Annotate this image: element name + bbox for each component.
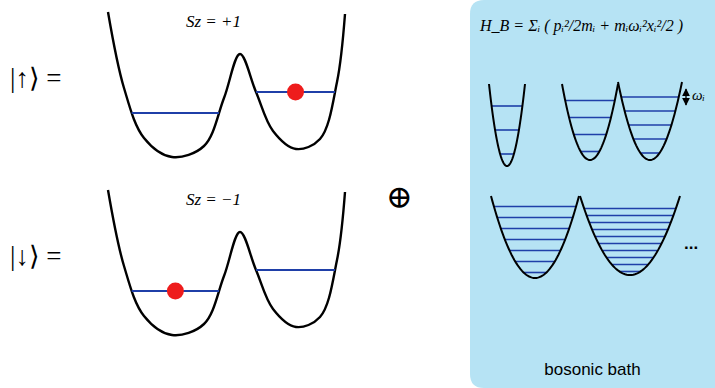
oscillator-level [524, 272, 547, 274]
direct-sum-symbol: ⊕ [386, 178, 413, 216]
state-label: |↓⟩ = [10, 240, 61, 272]
oscillator-level [581, 151, 600, 153]
oscillator-level [569, 117, 611, 119]
oscillator-level [633, 138, 666, 140]
oscillator-level [589, 222, 671, 224]
oscillator-level [621, 96, 679, 98]
oscillator-level [598, 243, 661, 245]
oscillator-level [574, 134, 606, 136]
particle-dot [287, 84, 304, 101]
double-well-potential [108, 190, 345, 335]
oscillator-level [602, 250, 658, 252]
energy-level [256, 269, 335, 271]
oscillator-level [619, 271, 640, 273]
oscillator-level [515, 261, 554, 263]
spacing-arrow [685, 89, 686, 105]
spin-value: Sz = −1 [186, 190, 241, 210]
double-well-potential [108, 12, 345, 157]
bath-panel-ground [470, 0, 715, 388]
oscillator-level [595, 236, 665, 238]
oscillator-level [584, 208, 676, 210]
oscillator-level [501, 228, 569, 230]
state-label: |↑⟩ = [10, 62, 61, 94]
oscillator-level [565, 100, 615, 102]
panel-title: bosonic bath [470, 359, 715, 380]
oscillator-level [640, 152, 659, 154]
bath-panel: H_B = Σᵢ ( pᵢ²/2mᵢ + mᵢωᵢ²xᵢ²/2 ) bosonic… [470, 0, 715, 388]
oscillator-level [500, 153, 514, 155]
spin-value: Sz = +1 [186, 12, 241, 32]
oscillator-level [587, 215, 674, 217]
oscillator-level [510, 250, 561, 252]
oscillator-level [606, 257, 653, 259]
frequency-label: ωᵢ [692, 87, 705, 104]
hamiltonian-formula: H_B = Σᵢ ( pᵢ²/2mᵢ + mᵢωᵢ²xᵢ²/2 ) [480, 16, 708, 36]
harmonic-well [562, 84, 618, 160]
energy-level [132, 112, 219, 114]
harmonic-well [618, 82, 682, 160]
oscillator-level [495, 129, 519, 131]
ellipsis: ... [684, 234, 698, 254]
oscillator-level [612, 264, 648, 266]
oscillator-level [494, 206, 576, 208]
harmonic-well [580, 196, 680, 275]
oscillator-level [625, 110, 676, 112]
particle-dot [167, 283, 184, 300]
oscillator-level [592, 229, 668, 231]
harmonic-well [489, 84, 525, 166]
oscillator-level [505, 239, 565, 241]
oscillator-level [497, 217, 573, 219]
potential-wells [108, 12, 682, 335]
oscillator-level [629, 124, 672, 126]
oscillator-level [492, 105, 523, 107]
harmonic-well [491, 196, 579, 278]
